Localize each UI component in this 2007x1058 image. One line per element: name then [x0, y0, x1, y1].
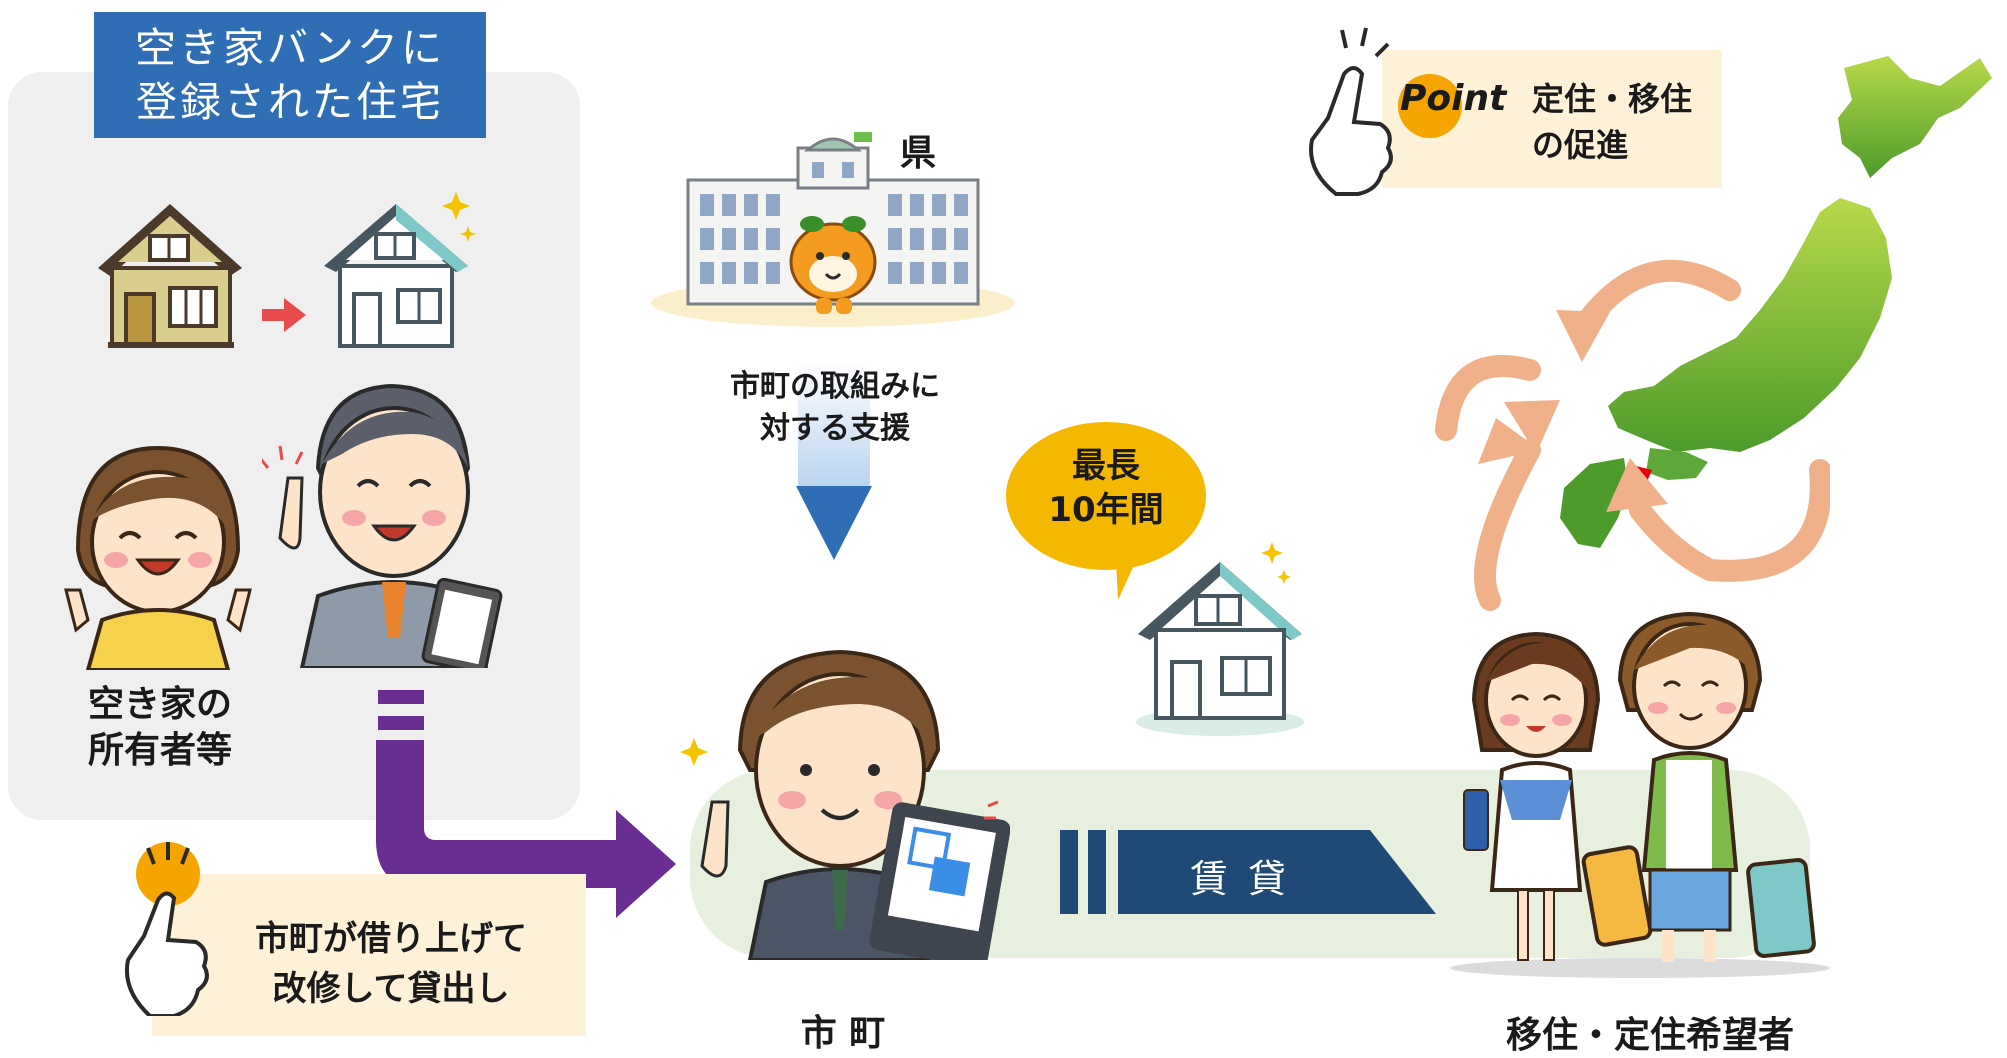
owner-label-line2: 所有者等	[87, 730, 232, 771]
renovated-house-icon	[324, 192, 476, 348]
migrant-couple-illustration	[1450, 611, 1830, 978]
equals-sign	[378, 690, 424, 704]
migration-arrows	[1435, 259, 1830, 611]
point-badge	[1398, 74, 1462, 138]
support-label-line1: 市町の取組みに	[730, 369, 940, 404]
prefectural-office-illustration	[651, 132, 1015, 327]
lease-flow-arrow	[376, 740, 676, 918]
japan-map-illustration	[1560, 56, 1992, 548]
municipal-official-illustration	[680, 649, 1010, 960]
equals-sign-bar2	[378, 716, 424, 730]
point-note-line1: 定住・移住	[1532, 80, 1693, 118]
municipality-label: 市 町	[800, 1013, 886, 1054]
point-badge-text: Point	[1400, 78, 1507, 119]
owner-man-illustration	[262, 383, 503, 668]
rental-label: 賃 貸	[1189, 857, 1291, 901]
renovation-arrow-icon	[262, 298, 306, 332]
old-house-icon	[98, 204, 242, 348]
owner-panel	[8, 72, 580, 820]
migrants-label: 移住・定住希望者	[1505, 1015, 1794, 1056]
support-label-line2: 対する支援	[760, 411, 910, 446]
support-label: 市町の取組みに 対する支援	[700, 366, 970, 450]
support-arrow-head	[796, 486, 872, 560]
term-label-line1: 最長	[1072, 446, 1140, 486]
term-label-line2: 10年間	[1048, 490, 1164, 530]
akiya-bank-title: 空き家バンクに 登録された住宅	[94, 12, 486, 138]
point-note-line2: の促進	[1532, 126, 1629, 164]
prefecture-label: 県	[900, 133, 937, 174]
pointing-hand-icon	[125, 842, 209, 1016]
owner-label-line1: 空き家の	[87, 684, 232, 725]
owner-label: 空き家の 所有者等	[60, 682, 260, 774]
rental-house-icon	[1136, 542, 1304, 736]
term-label: 最長 10年間	[1020, 444, 1192, 532]
owner-woman-illustration	[64, 445, 252, 670]
akiya-bank-title-line2: 登録された住宅	[136, 78, 444, 126]
akiya-bank-title-line1: 空き家バンクに	[134, 24, 446, 72]
lease-note-box	[152, 874, 586, 1036]
lease-note-line2: 改修して貸出し	[272, 969, 510, 1009]
lease-note-text: 市町が借り上げて 改修して貸出し	[206, 914, 576, 1014]
support-arrow-stem	[798, 360, 870, 490]
point-note-text: 定住・移住 の促進	[1532, 76, 1732, 168]
pointing-hand-icon-2	[1309, 27, 1393, 196]
term-bubble	[1006, 422, 1206, 600]
rental-arrow	[1060, 830, 1436, 914]
lease-note-line1: 市町が借り上げて	[255, 919, 527, 959]
